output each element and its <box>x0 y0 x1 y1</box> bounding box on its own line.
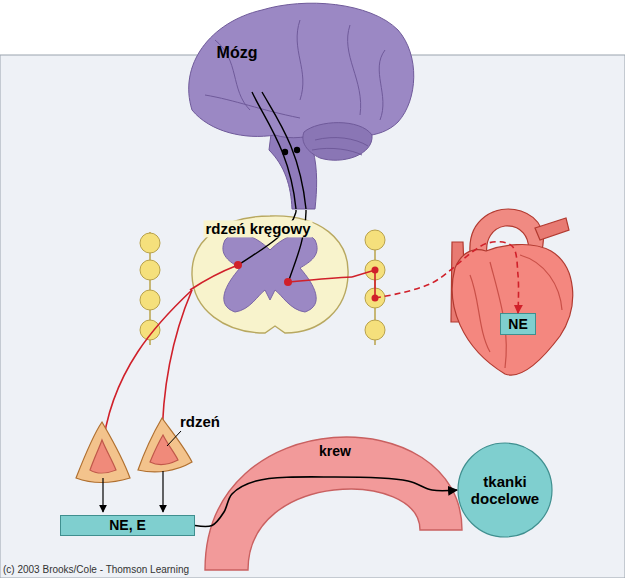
copyright-note: (c) 2003 Brooks/Cole - Thomson Learning <box>3 564 189 576</box>
part-label-holder: rdzeń <box>180 413 220 430</box>
node-label: NE, E <box>109 517 146 533</box>
node-label: Mózg <box>217 44 258 62</box>
node-label: tkanki docelowe <box>465 473 545 508</box>
nerve-pathway-segment <box>305 210 306 212</box>
brain: Mózg <box>180 0 420 210</box>
blood-vessel-outline <box>200 440 465 578</box>
sympathetic-fibre <box>352 242 519 313</box>
panel <box>0 55 625 578</box>
sympathetic-fibre-segment <box>375 242 519 313</box>
hormone-box: NE, E <box>60 515 195 536</box>
node-label: NE <box>508 316 527 332</box>
hormone-box: NE <box>500 313 536 335</box>
secretion-arrow <box>103 471 163 512</box>
brain-outline <box>180 0 420 210</box>
blood-vessel: krew <box>200 440 465 578</box>
heart <box>451 209 573 375</box>
node-label: rdzeń kręgowy <box>203 220 312 237</box>
nerve-pathway-segment <box>295 210 296 212</box>
leader-line <box>167 431 181 446</box>
sympathetic-fibre-segment <box>352 270 375 298</box>
adrenal-gland <box>76 418 192 483</box>
nerve-fibre <box>102 290 192 452</box>
part-label: rdzeń <box>180 413 220 430</box>
target-tissue-circle: tkanki docelowe <box>457 442 553 538</box>
spinal-cord-section: rdzeń kręgowy <box>190 212 352 338</box>
copyright-note-holder: (c) 2003 Brooks/Cole - Thomson Learning <box>3 564 189 576</box>
node-label: krew <box>319 443 351 459</box>
nerve-pathway <box>296 210 306 212</box>
